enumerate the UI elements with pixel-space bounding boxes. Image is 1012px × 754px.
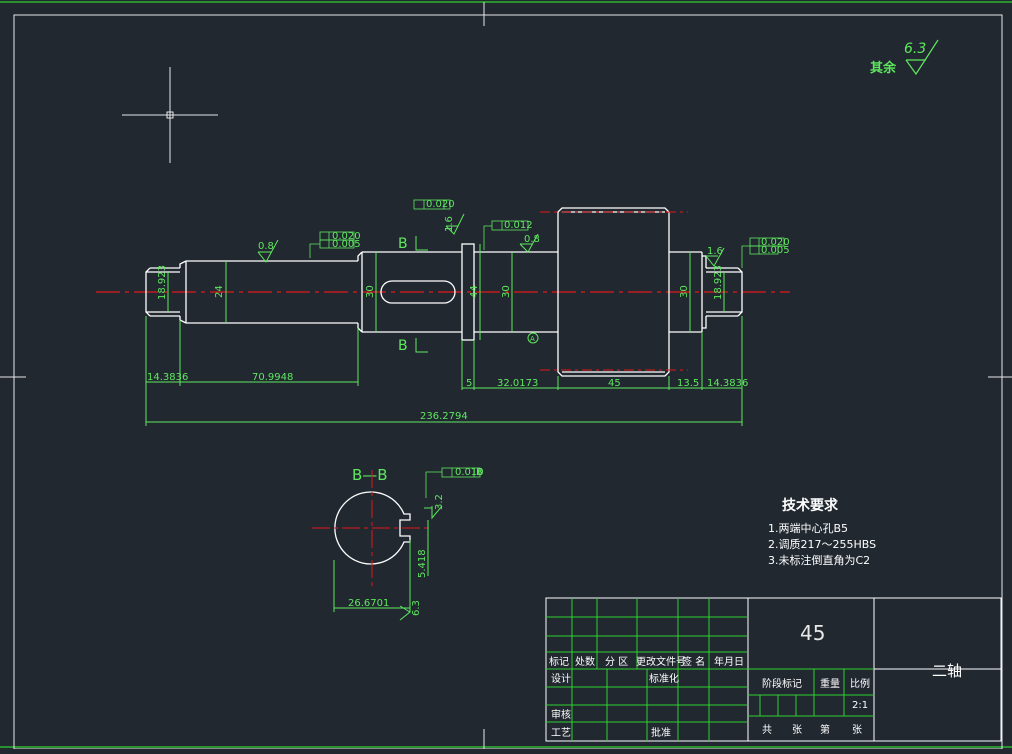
dim-30c-dia: 30: [679, 285, 690, 298]
tol-1b: 0.005: [332, 239, 361, 250]
dim-right-chamfer: 14.3836: [707, 378, 748, 389]
tb-page: 第: [820, 723, 830, 736]
dim-30b-dia: 30: [501, 285, 512, 298]
tb-weight: 重量: [820, 677, 840, 690]
roughness-symbols: [257, 213, 725, 621]
tb-process: 工艺: [551, 727, 571, 739]
part-name: 二轴: [932, 662, 962, 680]
rest-roughness-label: 其余: [870, 60, 897, 76]
tb-scale-label: 比例: [850, 677, 870, 690]
crosshair-cursor-icon: [122, 67, 218, 163]
material-value: 45: [800, 621, 825, 645]
roughness-5: 3.2: [434, 494, 445, 510]
tol-4b: 0.005: [761, 245, 790, 256]
tb-mark: 标记: [549, 656, 569, 668]
section-view: [312, 470, 432, 612]
roughness-6: 6.3: [411, 600, 422, 616]
tb-sheet: 张: [792, 724, 802, 736]
dim-30a-dia: 30: [365, 285, 376, 298]
length-dimensions: [145, 316, 743, 426]
dim-left-end-dia: 18.923: [157, 265, 168, 300]
rest-roughness-value: 6.3: [904, 41, 926, 57]
diameter-dimensions: [167, 244, 725, 340]
tb-scale-value: 2:1: [852, 700, 868, 711]
tolerance-frames: [309, 199, 785, 498]
dim-24-dia: 24: [214, 285, 225, 298]
tol-4a: 0.020: [761, 237, 790, 248]
tb-stage-mark: 阶段标记: [762, 677, 802, 690]
tech-req-title: 技术要求: [782, 497, 839, 514]
dim-13: 13.5: [677, 378, 699, 389]
dim-left-chamfer: 14.3836: [147, 372, 188, 383]
dim-5: 5: [466, 378, 472, 389]
tb-count: 处数: [575, 655, 595, 668]
rest-roughness: 其余 6.3: [870, 39, 939, 76]
tech-req-1: 1.两端中心孔B5: [768, 522, 848, 535]
datum-circle-letter: A: [530, 335, 535, 343]
tol-1a: 0.020: [332, 231, 361, 242]
datum-circle-icon: [527, 332, 539, 344]
tol-5: 0.010: [455, 467, 484, 478]
tb-date: 年月日: [714, 655, 744, 668]
tb-design: 设计: [551, 672, 571, 685]
tb-sign: 签 名: [682, 655, 705, 668]
shaft-outline: [145, 207, 743, 377]
roughness-3: 0.8: [524, 234, 540, 245]
tb-check: 审核: [551, 708, 571, 721]
dim-section-width: 26.6701: [348, 598, 389, 609]
roughness-2: 1.6: [444, 216, 455, 232]
dim-44-dia: 44: [469, 285, 480, 298]
roughness-4: 1.6: [707, 246, 723, 257]
tech-req-3: 3.未标注倒直角为C2: [768, 553, 870, 567]
title-block-grid: [546, 598, 874, 741]
tb-doc: 更改文件号: [636, 655, 686, 668]
roughness-1: 0.8: [258, 241, 274, 252]
tol-datum: B: [476, 467, 483, 478]
tech-req-2: 2.调质217～255HBS: [768, 538, 876, 551]
tol-3: 0.012: [504, 220, 533, 231]
section-title: B—B: [352, 466, 388, 484]
dim-total: 236.2794: [420, 411, 468, 422]
section-label-top: B: [398, 236, 408, 252]
tb-zone: 分 区: [605, 656, 628, 668]
tb-approve: 批准: [651, 726, 671, 739]
tb-page-unit: 张: [852, 724, 862, 736]
tb-standardize: 标准化: [649, 672, 679, 685]
dim-45: 45: [608, 378, 621, 389]
section-label-bottom: B: [398, 338, 408, 354]
dim-70: 70.9948: [252, 372, 293, 383]
dim-32: 32.0173: [497, 378, 538, 389]
tb-total: 共: [762, 724, 772, 736]
dim-right-end-dia: 18.923: [713, 265, 724, 300]
section-cut-marker: [415, 236, 428, 353]
tol-2: 0.020: [426, 199, 455, 210]
dim-section-depth: 5.418: [417, 549, 428, 578]
